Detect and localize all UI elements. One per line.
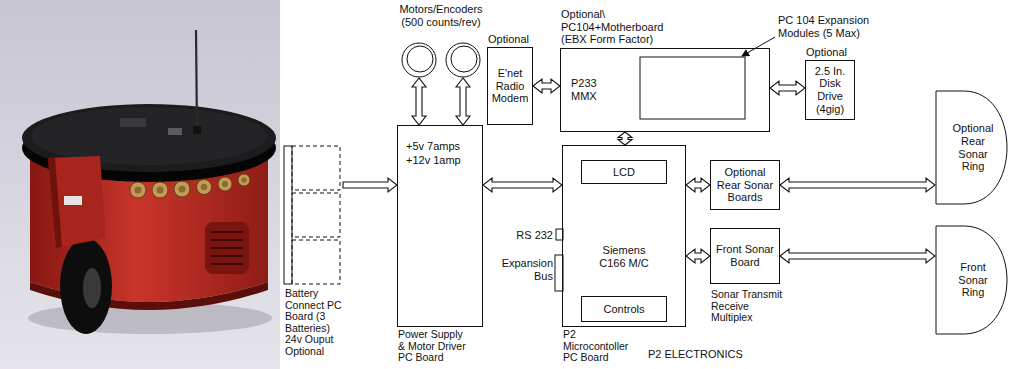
robot-photo	[218, 177, 232, 191]
expansion-module-outline	[640, 57, 745, 119]
motor-encoder-pair: Motors/Encoders (500 counts/rev)	[395, 4, 487, 78]
robot-photo	[211, 247, 243, 249]
robot-photo	[64, 196, 82, 205]
port-label: RS 232	[498, 229, 553, 242]
robot-photo	[211, 232, 243, 264]
robot-photo	[130, 182, 146, 198]
robot-photo	[168, 128, 182, 135]
spec-text: +12v 1amp	[406, 154, 480, 167]
robot-photo	[222, 181, 228, 187]
robot-photo	[211, 263, 243, 265]
controls-box: Controls	[581, 296, 667, 322]
robot-photo	[241, 177, 246, 182]
power-supply-box: +5v 7amps+12v 1ampPower Supply & Motor D…	[397, 125, 483, 327]
battery-connect-board: Battery Connect PC Board (3 Batteries) 2…	[283, 145, 343, 285]
robot-photo	[31, 107, 267, 165]
box-label: 2.5 In. Disk Drive (4gig)	[809, 65, 851, 116]
ring-outline	[936, 91, 1007, 204]
motor-symbol	[395, 4, 487, 78]
ring-label: Optional Rear Sonar Ring	[947, 122, 999, 173]
disk-drive-box: Optional2.5 In. Disk Drive (4gig)	[805, 60, 855, 120]
robot-photo	[120, 118, 146, 127]
box-label: E'net Radio Modem	[491, 67, 529, 105]
bus-arrow	[412, 78, 426, 125]
port-label: Expansion Bus	[490, 257, 553, 282]
robot-photo	[193, 126, 201, 134]
robot-photo	[135, 177, 247, 193]
robot-photo	[135, 187, 142, 194]
bus-arrow	[686, 249, 710, 263]
bus-arrow	[770, 81, 805, 95]
robot-photo	[201, 184, 207, 190]
board-caption: Sonar Transmit Receive Multiplex	[711, 289, 791, 324]
robot-photo	[0, 0, 280, 369]
ring-label: Front Sonar Ring	[947, 261, 999, 299]
robot-photo	[60, 238, 112, 334]
microcontroller-box: Siemens C166 M/CP2 Microcontoller PC Boa…	[562, 145, 686, 327]
encoder-symbol	[451, 46, 477, 72]
robot-photo	[48, 156, 106, 248]
robot-photo	[83, 268, 101, 308]
chip-label: Siemens C166 M/C	[593, 244, 655, 269]
sonar-board-box: Optional Rear Sonar Boards	[710, 160, 780, 210]
bus-arrow	[780, 178, 935, 192]
bus-arrow	[343, 178, 397, 192]
robot-photo	[130, 174, 250, 198]
ring-outline	[936, 226, 1007, 334]
spec-text: +5v 7amps	[406, 140, 480, 153]
bus-arrow	[780, 249, 935, 263]
bus-arrow	[483, 178, 562, 192]
robot-photo	[211, 239, 243, 241]
battery-outline	[292, 146, 340, 190]
robot-photo	[48, 158, 62, 248]
robot-photo	[211, 255, 243, 257]
box-label: Optional Rear Sonar Boards	[714, 166, 776, 204]
encoder-symbol	[407, 46, 433, 72]
sonar-board-box: Front Sonar BoardSonar Transmit Receive …	[710, 228, 780, 284]
robot-photo	[0, 0, 280, 369]
sonar-ring: Optional Rear Sonar Ring	[935, 90, 1007, 205]
callout-label: PC 104 Expansion Modules (5 Max)	[778, 14, 888, 39]
board-caption: Power Supply & Motor Driver PC Board	[398, 329, 470, 364]
motor-symbol	[402, 43, 436, 77]
lcd-box: LCD	[581, 160, 667, 184]
bus-arrow	[533, 79, 560, 93]
bus-arrow	[618, 132, 632, 145]
battery-outline	[292, 193, 340, 237]
robot-photo	[238, 174, 250, 186]
robot-photo	[196, 30, 197, 132]
diagram-caption: P2 ELECTRONICS	[648, 348, 768, 361]
robot-photo	[205, 222, 249, 274]
robot-photo	[179, 186, 186, 193]
motherboard-box: Optional\ PC104+Motherboard (EBX Form Fa…	[560, 48, 770, 132]
motor-symbol	[446, 43, 480, 77]
box-label: Controls	[585, 303, 663, 316]
connect-board	[284, 146, 292, 284]
box-label: LCD	[585, 166, 663, 179]
option-note: Optional	[488, 33, 548, 46]
leader-line	[742, 37, 775, 56]
bus-arrow	[456, 78, 470, 125]
cpu-label: P233 MMX	[571, 77, 615, 102]
robot-photo	[174, 181, 190, 197]
box-label: Front Sonar Board	[714, 243, 776, 268]
option-note: Optional	[806, 46, 866, 59]
radio-modem-box: OptionalE'net Radio Modem	[487, 47, 533, 125]
bus-arrow	[686, 178, 710, 192]
robot-photo	[157, 187, 164, 194]
box-heading: Optional\ PC104+Motherboard (EBX Form Fa…	[561, 8, 686, 46]
robot-photo	[197, 180, 212, 195]
robot-photo	[152, 182, 168, 198]
battery-outline	[292, 240, 340, 284]
battery-symbol	[283, 145, 343, 285]
part-label: Motors/Encoders (500 counts/rev)	[389, 3, 493, 28]
board-caption: P2 Microcontoller PC Board	[563, 329, 639, 364]
board-caption: Battery Connect PC Board (3 Batteries) 2…	[285, 288, 349, 357]
robot-photo	[211, 231, 243, 233]
sonar-ring: Front Sonar Ring	[935, 225, 1007, 335]
